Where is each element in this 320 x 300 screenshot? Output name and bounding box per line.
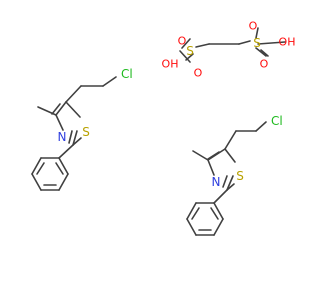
chlorine-label-b: Cl xyxy=(271,114,283,128)
sulfur-label-left: S xyxy=(186,44,194,58)
sulfur-label-a: S xyxy=(82,125,90,139)
sulfur-label-b: S xyxy=(236,169,244,183)
oxygen-label-left-top: O xyxy=(178,35,187,48)
oxygen-label-left-bottom: O xyxy=(194,67,203,80)
molecule-thiazole-b: Cl N S xyxy=(186,114,283,236)
molecule-thiazole-a: Cl N S xyxy=(31,67,133,191)
hydroxyl-label-right: OH xyxy=(279,36,296,49)
chlorine-label-a: Cl xyxy=(121,67,133,81)
nitrogen-label-b: N xyxy=(212,175,221,189)
oxygen-label-right-top: O xyxy=(249,20,258,33)
bonds-ethanedisulfonic-acid xyxy=(179,27,286,63)
molecule-ethanedisulfonic-acid: OH O S O O S OH O xyxy=(162,20,296,80)
hydroxyl-label-left: OH xyxy=(162,58,179,71)
sulfur-label-right: S xyxy=(253,36,261,50)
oxygen-label-right-bottom: O xyxy=(260,58,269,71)
bonds-thiazole-a xyxy=(31,76,117,191)
bonds-thiazole-b xyxy=(186,121,267,236)
nitrogen-label-a: N xyxy=(58,130,67,144)
structure-canvas: Cl N S OH O S O O S OH O xyxy=(31,20,296,236)
